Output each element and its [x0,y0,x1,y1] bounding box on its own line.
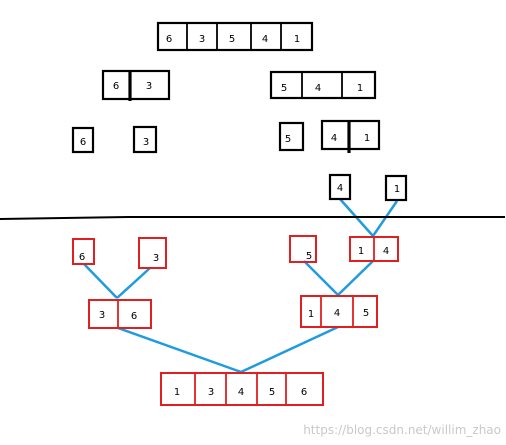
array-cell: 5 [281,83,287,94]
connector-line [116,267,151,299]
connectors [83,198,399,374]
array-cell: 4 [383,246,389,257]
array-cell: 5 [363,308,369,319]
array-cell: 5 [306,251,312,262]
watermark: https://blog.csdn.net/willim_zhao [303,423,501,437]
connector-line [371,200,399,237]
array-box [101,69,171,101]
array-cell: 5 [285,134,291,145]
connector-line [337,260,374,296]
array-cell: 5 [229,34,235,45]
array-cell: 6 [131,311,137,322]
array-cell: 4 [262,34,268,45]
array-cell: 1 [174,387,180,398]
array-box [160,372,324,406]
divider-line [0,216,505,220]
connector-line [117,326,242,374]
array-cell: 3 [153,253,159,264]
array-cell: 5 [269,387,275,398]
split-row-3: 4 1 [328,173,408,202]
connector-line [303,260,339,296]
array-cell: 3 [146,81,152,92]
array-box [138,237,167,269]
array-cell: 4 [334,308,340,319]
array-box [132,125,158,154]
array-box [328,173,352,201]
array-box [71,126,95,154]
array-cell: 3 [199,34,205,45]
array-cell: 6 [113,81,119,92]
split-row-2: 6 3 5 4 1 [71,119,381,154]
merge-row-1: 3 6 1 4 5 [88,295,378,329]
array-cell: 4 [315,83,321,94]
array-cell: 4 [238,387,244,398]
array-box [72,238,95,265]
array-cell: 3 [208,387,214,398]
array-cell: 6 [80,137,86,148]
array-box [278,121,305,152]
array-box [384,174,408,202]
array-cell: 4 [331,133,337,144]
array-cell: 6 [301,387,307,398]
array-cell: 1 [294,34,300,45]
merge-row-2: 1 3 4 5 6 [160,372,324,406]
array-cell: 1 [364,133,370,144]
array-box [300,295,378,328]
array-cell: 1 [308,309,314,320]
array-cell: 6 [166,34,172,45]
array-box [269,70,377,100]
array-box [156,21,314,52]
array-cell: 1 [394,184,400,195]
array-box [289,235,317,263]
connector-line [83,263,118,299]
array-cell: 6 [79,252,85,263]
split-row-0: 6 3 5 4 1 [156,21,314,52]
merge-row-0: 6 3 5 1 4 [72,235,399,269]
array-cell: 3 [99,310,105,321]
array-box [88,299,152,329]
split-row-1: 6 3 5 4 1 [101,69,377,101]
array-cell: 4 [337,183,343,194]
array-cell: 3 [143,137,149,148]
connector-line [240,325,339,374]
array-cell: 1 [357,83,363,94]
array-cell: 1 [358,246,364,257]
